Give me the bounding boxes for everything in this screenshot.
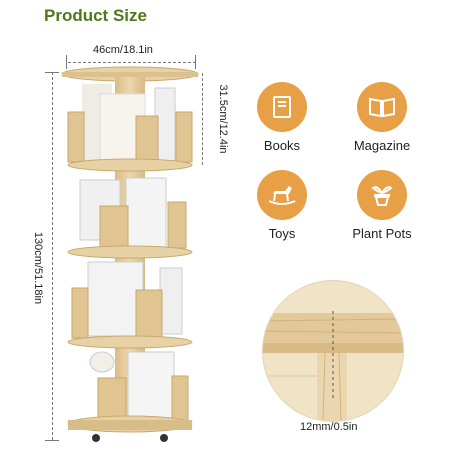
books-label: Books: [263, 138, 301, 153]
width-label: 46cm/18.1in: [93, 44, 153, 56]
books-feature: [257, 82, 307, 132]
magazine-feature: [357, 82, 407, 132]
total-height-label: 130cm/51.18in: [32, 231, 44, 305]
width-dimension-line: [68, 62, 196, 63]
total-height-dimension-line: [52, 72, 53, 440]
toys-label: Toys: [268, 226, 296, 241]
shelf-height-dimension-line: [202, 73, 203, 165]
page-title: Product Size: [44, 6, 147, 25]
toys-feature: [257, 170, 307, 220]
plant-pots-label: Plant Pots: [352, 226, 412, 241]
plant-pots-feature: [357, 170, 407, 220]
thickness-detail-image: [262, 280, 404, 422]
plant-pot-icon: [371, 186, 393, 206]
magazine-icon: [369, 97, 395, 118]
rotating-bookshelf-image: [61, 66, 199, 442]
shelf-height-label: 31.5cm/12.4in: [217, 84, 229, 154]
thickness-label: 12mm/0.5in: [300, 421, 358, 433]
rocking-horse-icon: [268, 186, 296, 205]
books-icon: [273, 96, 291, 118]
magazine-label: Magazine: [353, 138, 411, 153]
